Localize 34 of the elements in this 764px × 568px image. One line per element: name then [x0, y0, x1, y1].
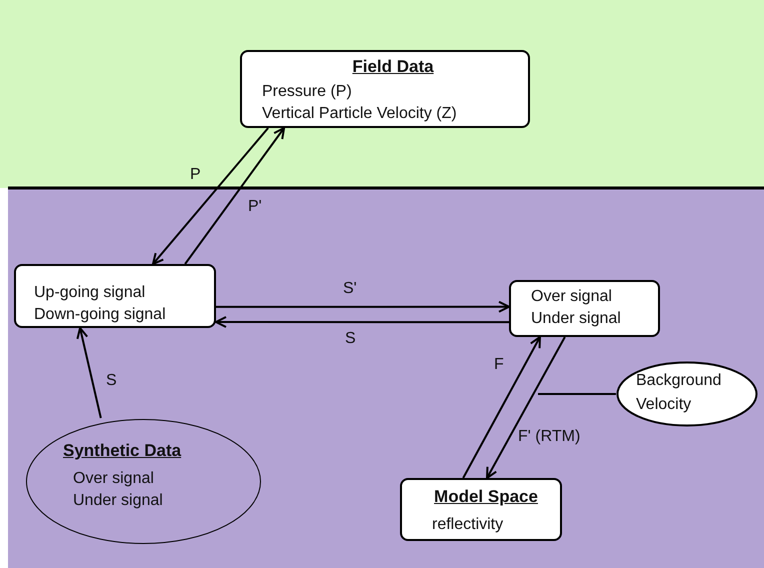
node-text: Over signal [531, 287, 613, 307]
edge-label: P' [248, 198, 262, 216]
node-heading: Synthetic Data [63, 440, 182, 462]
node-text: Vertical Particle Velocity (Z) [262, 104, 458, 124]
edge-label: S [345, 330, 356, 348]
node-text: reflectivity [432, 515, 504, 535]
arrow [76, 327, 102, 418]
node-heading: Model Space [434, 486, 538, 508]
edge-label: F' (RTM) [518, 428, 580, 446]
process-box [240, 50, 530, 128]
data-ellipse [25, 418, 262, 545]
edge-label: F [494, 356, 504, 374]
node-text: Background Velocity [636, 371, 722, 415]
node-text: Over signal [73, 469, 155, 489]
process-box [509, 280, 660, 337]
arrow [184, 127, 286, 265]
node-text: Under signal [531, 309, 622, 329]
arrow [216, 300, 510, 313]
arrow [152, 127, 269, 265]
node-text: Under signal [73, 491, 164, 511]
edge-label: P [190, 166, 201, 184]
process-box [14, 264, 216, 328]
node-heading: Field Data [352, 56, 434, 78]
data-ellipse [616, 361, 758, 427]
node-text: Up-going signal [34, 283, 146, 303]
node-text: Pressure (P) [262, 82, 353, 102]
connector-line [538, 393, 616, 395]
edge-label: S' [343, 280, 357, 298]
arrow [462, 336, 541, 478]
process-box [400, 478, 562, 541]
arrow [215, 316, 509, 328]
node-text: Down-going signal [34, 305, 167, 325]
edge-label: S [106, 372, 117, 390]
arrow [486, 336, 566, 479]
